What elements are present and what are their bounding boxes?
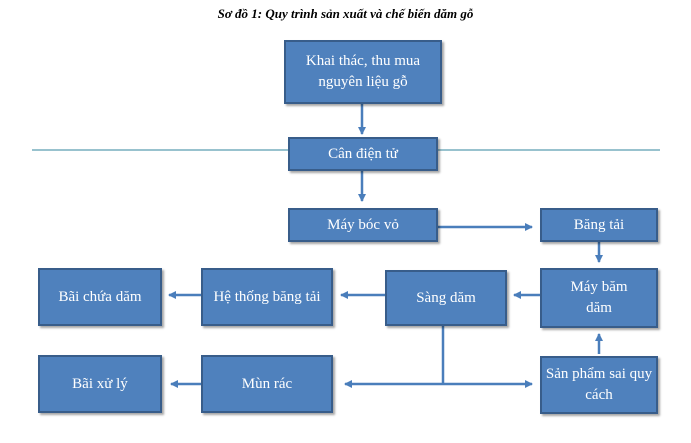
node-can-dien-tu: Cân điện tử	[288, 137, 438, 171]
node-he-thong-bang-tai: Hệ thống băng tải	[201, 268, 333, 326]
node-bai-chua-dam-label: Bãi chứa dăm	[58, 288, 142, 305]
node-mun-rac: Mùn rác	[201, 355, 333, 413]
node-bai-chua-dam: Bãi chứa dăm	[38, 268, 162, 326]
node-may-bam-dam-label: Máy băm dăm	[570, 279, 628, 316]
node-bai-xu-ly: Bãi xử lý	[38, 355, 162, 413]
node-may-boc-vo: Máy bóc vỏ	[288, 208, 438, 242]
node-khai-thac-label: Khai thác, thu mua nguyên liệu gỗ	[305, 53, 421, 90]
node-mun-rac-label: Mùn rác	[241, 375, 293, 392]
node-may-bam-dam: Máy băm dăm	[540, 268, 658, 328]
node-bang-tai-label: Băng tải	[573, 216, 625, 233]
node-khai-thac: Khai thác, thu mua nguyên liệu gỗ	[284, 40, 442, 104]
node-can-dien-tu-label: Cân điện tử	[328, 145, 398, 162]
node-san-pham-sai-quy-cach: Sản phẩm sai quy cách	[540, 356, 658, 414]
node-bang-tai: Băng tải	[540, 208, 658, 242]
node-san-pham-sai-quy-cach-label: Sản phẩm sai quy cách	[545, 366, 653, 403]
node-bai-xu-ly-label: Bãi xử lý	[72, 375, 128, 392]
node-he-thong-bang-tai-label: Hệ thống băng tải	[213, 288, 321, 305]
node-sang-dam: Sàng dăm	[385, 270, 507, 326]
node-may-boc-vo-label: Máy bóc vỏ	[327, 216, 399, 233]
diagram-title: Sơ đồ 1: Quy trình sản xuất và chế biến …	[217, 6, 474, 21]
node-sang-dam-label: Sàng dăm	[416, 289, 476, 306]
